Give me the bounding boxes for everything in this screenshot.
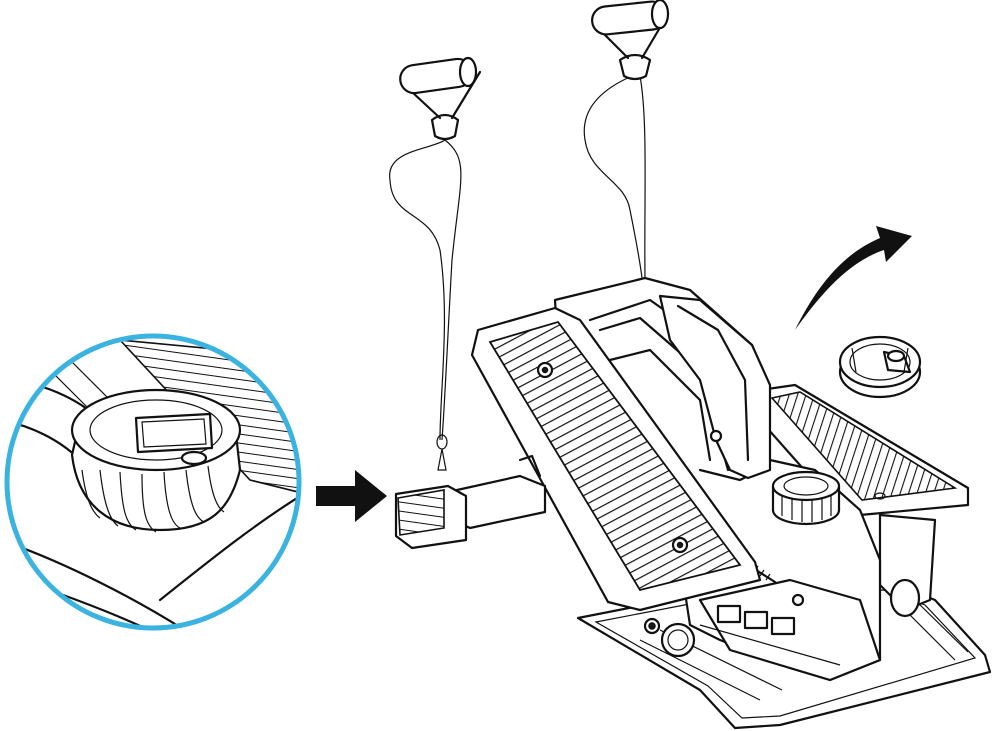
right-foot-pedal xyxy=(758,383,970,618)
left-resistance-band xyxy=(389,56,482,471)
right-resistance-band xyxy=(583,0,670,279)
removed-knob-cap xyxy=(838,335,922,399)
end-cap-block xyxy=(394,454,547,550)
right-handle-grip xyxy=(591,0,670,36)
zoom-detail-callout xyxy=(4,333,302,631)
curved-up-arrow-icon xyxy=(795,226,912,330)
left-handle-grip xyxy=(399,56,478,95)
tension-knob xyxy=(771,470,841,526)
right-arrow-icon xyxy=(316,470,387,522)
main-body-frame xyxy=(553,276,882,682)
center-handle xyxy=(658,294,772,480)
left-foot-pedal xyxy=(470,306,762,612)
zoom-magnifier-circle-icon xyxy=(4,333,302,631)
